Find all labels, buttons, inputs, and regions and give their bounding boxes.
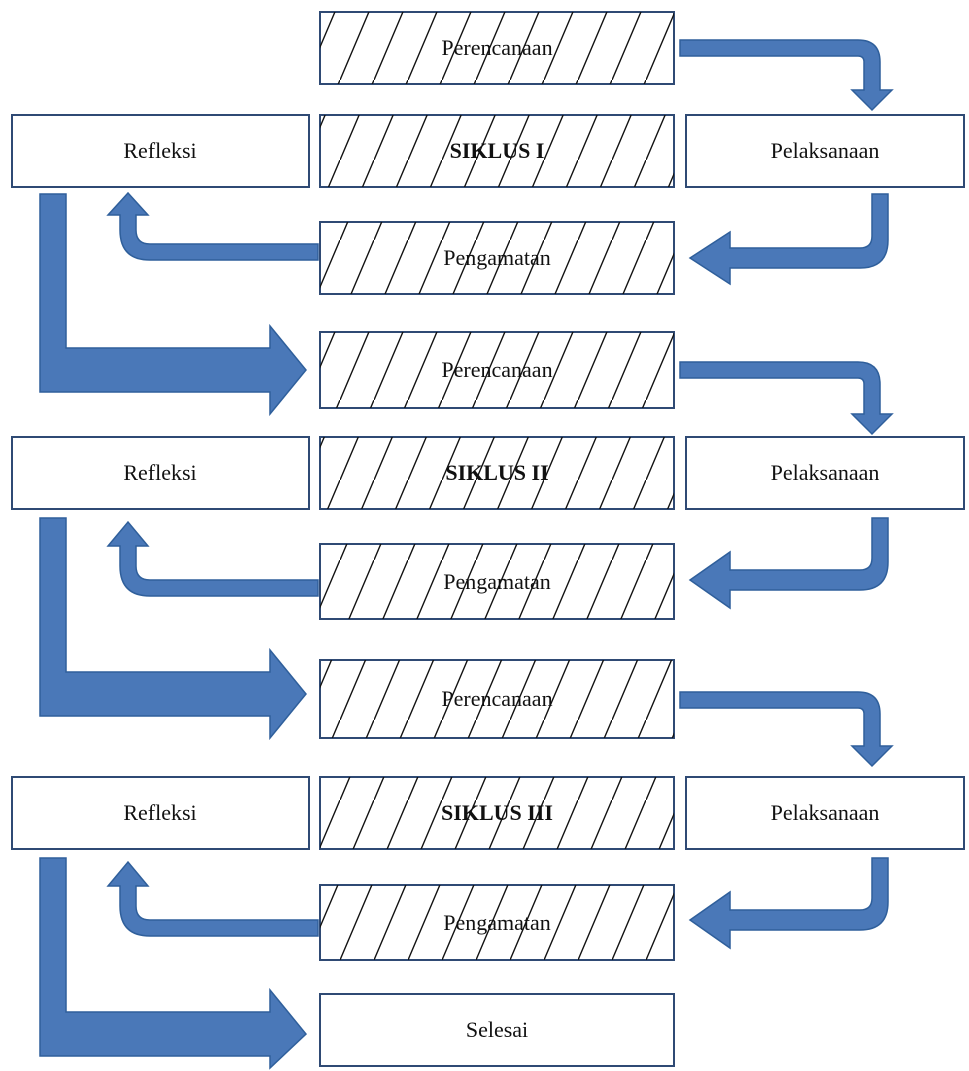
arrow-act-to-observe bbox=[688, 193, 889, 286]
act-box: Pelaksanaan bbox=[685, 776, 965, 850]
observe-box: Pengamatan bbox=[319, 884, 675, 961]
plan-box: Perencanaan bbox=[319, 659, 675, 739]
cycle-title-box: SIKLUS II bbox=[319, 436, 675, 510]
act-label: Pelaksanaan bbox=[771, 800, 880, 825]
cycle-title: SIKLUS I bbox=[450, 138, 545, 163]
cycle-1: Perencanaan SIKLUS I Pengamatan Refleksi… bbox=[11, 11, 965, 417]
observe-box: Pengamatan bbox=[319, 543, 675, 620]
plan-box: Perencanaan bbox=[319, 11, 675, 85]
arrow-reflect-to-end bbox=[39, 857, 308, 1070]
plan-label: Perencanaan bbox=[441, 357, 552, 382]
arrow-reflect-to-next-plan bbox=[39, 193, 307, 417]
arrow-reflect-to-next-plan bbox=[39, 517, 307, 741]
end-label: Selesai bbox=[466, 1017, 528, 1042]
arrow-observe-to-reflect bbox=[106, 520, 319, 597]
arrow-observe-to-reflect bbox=[106, 860, 319, 937]
cycle-2: Perencanaan SIKLUS II Pengamatan Refleks… bbox=[11, 331, 965, 741]
arrow-act-to-observe bbox=[688, 517, 889, 610]
reflect-label: Refleksi bbox=[123, 800, 196, 825]
plan-label: Perencanaan bbox=[441, 686, 552, 711]
plan-box: Perencanaan bbox=[319, 331, 675, 409]
reflect-box: Refleksi bbox=[11, 776, 310, 850]
cycle-title: SIKLUS II bbox=[445, 460, 548, 485]
arrow-observe-to-reflect bbox=[106, 191, 319, 261]
end-box: Selesai bbox=[319, 993, 675, 1067]
observe-box: Pengamatan bbox=[319, 221, 675, 295]
cycle-title-box: SIKLUS III bbox=[319, 776, 675, 850]
arrow-plan-to-act bbox=[679, 39, 894, 112]
reflect-box: Refleksi bbox=[11, 436, 310, 510]
observe-label: Pengamatan bbox=[443, 569, 551, 594]
arrow-act-to-observe bbox=[688, 857, 889, 950]
observe-label: Pengamatan bbox=[443, 245, 551, 270]
observe-label: Pengamatan bbox=[443, 910, 551, 935]
cycle-title-box: SIKLUS I bbox=[319, 114, 675, 188]
reflect-box: Refleksi bbox=[11, 114, 310, 188]
cycle-title: SIKLUS III bbox=[441, 800, 553, 825]
plan-label: Perencanaan bbox=[441, 35, 552, 60]
cycle-3: Perencanaan SIKLUS III Pengamatan Reflek… bbox=[11, 659, 965, 1070]
arrow-plan-to-act bbox=[679, 691, 894, 768]
reflect-label: Refleksi bbox=[123, 138, 196, 163]
reflect-label: Refleksi bbox=[123, 460, 196, 485]
act-box: Pelaksanaan bbox=[685, 436, 965, 510]
arrow-plan-to-act bbox=[679, 361, 894, 436]
act-label: Pelaksanaan bbox=[771, 460, 880, 485]
act-box: Pelaksanaan bbox=[685, 114, 965, 188]
act-label: Pelaksanaan bbox=[771, 138, 880, 163]
